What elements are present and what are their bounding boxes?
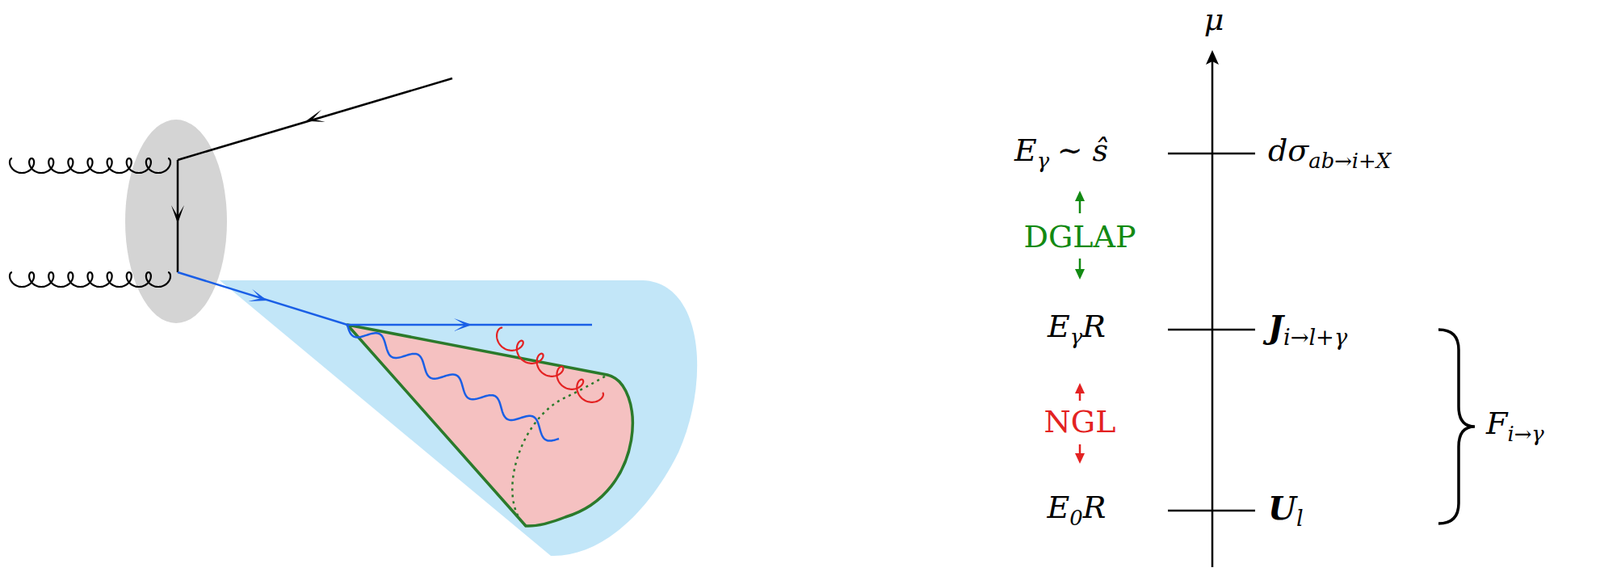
math-label: Eγ ∼ ŝ (1014, 134, 1109, 172)
label-text: NGL (1044, 403, 1117, 440)
axis-tick (1167, 509, 1256, 513)
math-label: DGLAP (1023, 221, 1136, 252)
fragmenting-quark (177, 272, 593, 325)
quark-line (177, 78, 453, 160)
fermion-arrowhead (171, 205, 185, 223)
math-label: dσab→i+X (1268, 134, 1391, 172)
scale-axis (1211, 59, 1214, 567)
label-text: dσ (1268, 132, 1309, 168)
gluon-emission (496, 327, 604, 403)
gluon-line (9, 158, 171, 173)
math-label: NGL (1044, 406, 1117, 437)
evolution-arrowhead (1075, 382, 1085, 394)
jet-region (219, 280, 698, 556)
math-label: EγR (1047, 310, 1106, 348)
gluon-line (9, 272, 171, 287)
label-text: E (1047, 308, 1071, 345)
fermion-arrowhead (306, 109, 326, 122)
cone-back-rim (512, 374, 608, 526)
evolution-arrowhead (1075, 190, 1085, 202)
photon-line (347, 324, 559, 441)
subscript-text: 0 (1069, 505, 1083, 530)
generated-lines (9, 109, 604, 441)
axis-tick (1167, 328, 1256, 332)
math-label: Ul (1268, 491, 1304, 530)
curly-brace (1438, 329, 1475, 524)
subscript-text: γ (1037, 148, 1050, 173)
fermion-arrowhead (247, 289, 268, 302)
subjet-cone (347, 324, 633, 526)
math-label: Ji→l+γ (1268, 310, 1348, 349)
subscript-text: l (1296, 505, 1304, 531)
axis-tick (1167, 152, 1256, 156)
math-label: Fi→γ (1486, 407, 1545, 445)
subscript-text: i→γ (1507, 421, 1544, 446)
evolution-arrowhead (1075, 268, 1085, 280)
label-text: U (1268, 488, 1297, 527)
label-text: DGLAP (1023, 218, 1136, 255)
label-text: ∼ ŝ (1057, 132, 1109, 168)
label-text: E (1047, 489, 1071, 525)
label-text: E (1014, 132, 1038, 168)
math-label: μ (1204, 4, 1225, 35)
evolution-arrowhead (1075, 453, 1085, 464)
subscript-text: ab→i+X (1308, 148, 1391, 173)
subscript-text: γ (1070, 324, 1083, 349)
label-text: F (1486, 405, 1508, 441)
label-text: R (1082, 308, 1106, 345)
label-text: R (1083, 489, 1107, 525)
math-label: E0R (1047, 491, 1107, 529)
fermion-arrowhead (453, 318, 472, 332)
label-text: μ (1204, 1, 1225, 38)
label-text: J (1268, 307, 1284, 346)
subscript-text: i→l+γ (1283, 324, 1348, 350)
axis-arrowhead (1205, 50, 1219, 65)
